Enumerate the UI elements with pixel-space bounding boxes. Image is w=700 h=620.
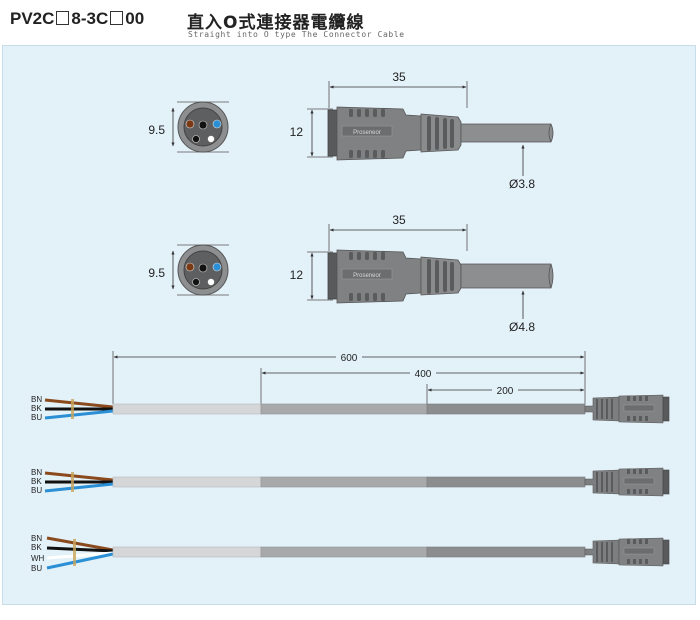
- cable-assembly-2: BN BK BU: [31, 467, 670, 497]
- length-dimensions: 600 400 200: [112, 351, 586, 404]
- cable-stub: [460, 123, 554, 143]
- connector-view-1: 9.5 35 12: [148, 70, 554, 191]
- pin-brown: [185, 119, 195, 129]
- cable-connector: [584, 537, 670, 567]
- wire-label-wh: WH: [31, 554, 45, 563]
- connector-brand-label: Proseneor: [353, 130, 381, 136]
- model-number: PV2C 8-3C 00: [10, 9, 144, 29]
- cable-connector: [584, 467, 670, 497]
- wire-label-bk: BK: [31, 404, 42, 413]
- face-diameter-label: 9.5: [148, 266, 165, 280]
- model-placeholder-box-2: [110, 11, 124, 25]
- wire-brown: [44, 471, 114, 482]
- wire-label-bn: BN: [31, 534, 42, 543]
- pin-black-2: [192, 278, 200, 286]
- cable-segment-mid: [260, 403, 428, 415]
- wire-label-bn: BN: [31, 468, 42, 477]
- face-view: 9.5: [148, 244, 229, 296]
- pin-brown: [185, 262, 195, 272]
- pin-black-2: [192, 135, 200, 143]
- cable-stub: [460, 263, 554, 289]
- pin-black: [198, 263, 208, 273]
- wire-label-bu: BU: [31, 486, 42, 495]
- title-chinese: 直入O式連接器電纜線: [187, 13, 365, 33]
- pin-black: [198, 120, 208, 130]
- connector-height-label: 12: [290, 268, 304, 282]
- model-part-3: 00: [125, 9, 145, 28]
- wire-blue: [44, 482, 114, 493]
- wire-white: [46, 551, 114, 560]
- pin-white: [207, 135, 215, 143]
- wire-label-bn: BN: [31, 395, 42, 404]
- face-diameter-label: 9.5: [148, 123, 165, 137]
- cable-diameter-label: Ø3.8: [509, 177, 535, 191]
- cable-segment-mid: [260, 476, 428, 488]
- connector-length-label: 35: [392, 70, 406, 84]
- cable-segment-dark: [426, 546, 586, 558]
- wire-black: [46, 546, 114, 553]
- face-view: 9.5: [148, 101, 229, 153]
- length-600-label: 600: [341, 353, 358, 364]
- wire-label-bk: BK: [31, 477, 42, 486]
- connector-view-2: 9.5 35 12: [148, 213, 554, 334]
- cable-segment-dark: [426, 403, 586, 415]
- wire-label-bu: BU: [31, 564, 42, 573]
- pin-blue: [212, 262, 222, 272]
- cable-segment-light: [112, 476, 262, 488]
- model-placeholder-box-1: [56, 11, 70, 25]
- drawing-panel: 9.5 35 12: [2, 45, 696, 605]
- pin-blue: [212, 119, 222, 129]
- wire-label-bk: BK: [31, 543, 42, 552]
- cable-assembly-1: BN BK BU: [31, 394, 670, 424]
- connector-nut: [327, 252, 338, 300]
- connector-brand-label: Proseneor: [353, 273, 381, 279]
- length-200-label: 200: [497, 386, 514, 397]
- wire-brown: [44, 398, 114, 409]
- connector-length-label: 35: [392, 213, 406, 227]
- side-view: 35 12 Proseneor: [290, 70, 554, 191]
- cable-assembly-3: BN BK WH BU: [31, 534, 670, 573]
- model-part-2: 8-3C: [71, 9, 109, 28]
- cable-segment-mid: [260, 546, 428, 558]
- connector-height-label: 12: [290, 125, 304, 139]
- wire-label-bu: BU: [31, 413, 42, 422]
- technical-drawing: 9.5 35 12: [31, 70, 670, 573]
- wire-brown: [46, 536, 114, 552]
- cable-connector: [584, 394, 670, 424]
- cable-segment-light: [112, 546, 262, 558]
- length-400-label: 400: [415, 369, 432, 380]
- pin-white: [207, 278, 215, 286]
- cable-segment-light: [112, 403, 262, 415]
- side-view: 35 12 Proseneor: [290, 213, 554, 334]
- wire-blue: [46, 552, 114, 570]
- cable-segment-dark: [426, 476, 586, 488]
- wire-blue: [44, 409, 114, 420]
- model-part-1: PV2C: [10, 9, 55, 28]
- header: PV2C 8-3C 00 直入O式連接器電纜線 Straight into O ty…: [0, 0, 700, 44]
- connector-nut: [327, 109, 338, 157]
- cable-diameter-label: Ø4.8: [509, 320, 535, 334]
- title-english: Straight into O type The Connector Cable: [188, 30, 405, 39]
